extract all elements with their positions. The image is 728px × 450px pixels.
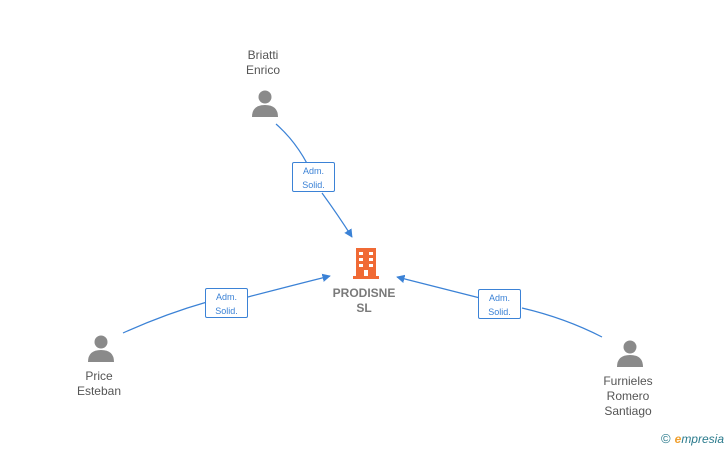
person-label-briatti[interactable]: Briatti Enrico (208, 48, 318, 78)
role-line1: Adm. (488, 293, 510, 303)
edge-furnieles-company (397, 277, 603, 338)
edge-price-company (122, 276, 330, 334)
brand-initial: e (674, 431, 682, 446)
role-line2: Solid. (488, 307, 511, 317)
person-name-line2: Esteban (76, 384, 122, 398)
person-icon[interactable] (250, 88, 280, 123)
person-icon[interactable] (86, 333, 116, 368)
person-name-line1: Price (85, 369, 113, 383)
copyright-icon: © (661, 431, 671, 446)
brand-name-rest: mpresia (681, 431, 724, 446)
company-name-line1: PRODISNE (332, 286, 396, 300)
building-icon[interactable] (351, 246, 381, 285)
person-name-line1: Briatti (247, 48, 279, 62)
person-name-line2: Romero (606, 389, 650, 403)
company-name-line2: SL (356, 301, 372, 315)
role-line1: Adm. (215, 292, 237, 302)
person-label-price[interactable]: Price Esteban (44, 369, 154, 399)
company-name[interactable]: PRODISNE SL (309, 286, 419, 316)
role-badge[interactable]: Adm. Solid. (292, 162, 335, 192)
role-line2: Solid. (215, 306, 238, 316)
person-label-furnieles[interactable]: Furnieles Romero Santiago (573, 374, 683, 419)
person-name-line3: Santiago (604, 404, 652, 418)
role-badge[interactable]: Adm. Solid. (205, 288, 248, 318)
role-badge[interactable]: Adm. Solid. (478, 289, 521, 319)
brand-logo: © empresia (661, 431, 724, 446)
role-line1: Adm. (302, 166, 324, 176)
person-name-line2: Enrico (245, 63, 280, 77)
person-icon[interactable] (615, 338, 645, 373)
person-name-line1: Furnieles (603, 374, 653, 388)
role-line2: Solid. (302, 180, 325, 190)
